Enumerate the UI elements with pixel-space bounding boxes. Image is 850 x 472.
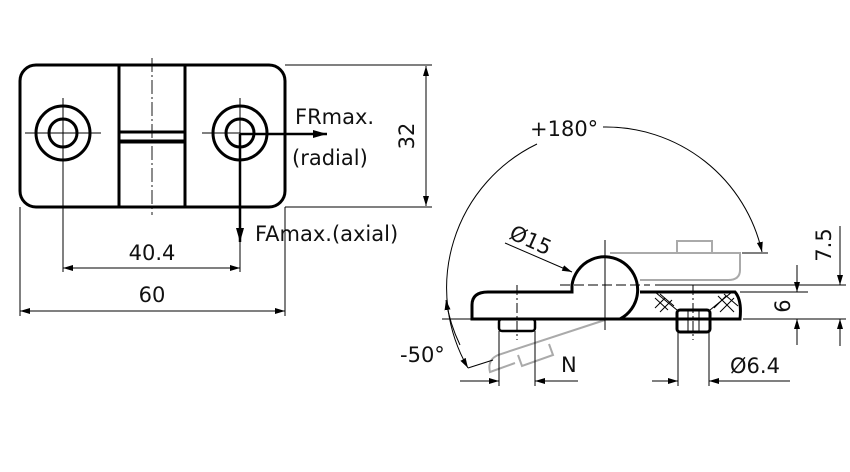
hinge-right-leaf bbox=[620, 290, 742, 321]
ghost-closed-nut bbox=[517, 343, 555, 368]
radial-force-sublabel: (radial) bbox=[292, 146, 368, 170]
plate-height-label: 6 bbox=[771, 299, 795, 312]
ghost-open-leaf bbox=[610, 252, 741, 281]
open-angle-label: +180° bbox=[530, 117, 598, 141]
rotation-arc bbox=[602, 126, 763, 253]
rotation-arc bbox=[446, 143, 538, 369]
radial-force-label: FRmax. bbox=[295, 105, 374, 129]
ghost-open-nut bbox=[676, 240, 713, 253]
length-dimension-label: 60 bbox=[139, 283, 166, 307]
total-height-label: 7.5 bbox=[812, 228, 836, 261]
height-dimension-label: 32 bbox=[395, 123, 419, 150]
bore-dimension-label: Ø6.4 bbox=[730, 354, 780, 378]
hatch-right bbox=[713, 293, 739, 313]
side-view: +180° -50° Ø15 N Ø6.4 6 7.5 bbox=[400, 117, 846, 386]
knuckle-diameter-leader bbox=[504, 242, 573, 273]
n-dimension-label: N bbox=[561, 353, 577, 377]
extension-line bbox=[467, 359, 494, 369]
front-view: FRmax. (radial) FAmax.(axial) 32 40.4 60 bbox=[18, 58, 432, 316]
close-angle-arrow bbox=[444, 299, 461, 346]
ghost-closed-leaf bbox=[488, 319, 606, 374]
hinge-body-outline bbox=[18, 63, 287, 209]
hole-spacing-dimension-label: 40.4 bbox=[129, 241, 176, 265]
axial-force-label: FAmax.(axial) bbox=[255, 222, 398, 246]
close-angle-label: -50° bbox=[400, 343, 445, 367]
hinge-leaf-profile bbox=[470, 255, 640, 321]
hatch-left bbox=[654, 293, 675, 313]
